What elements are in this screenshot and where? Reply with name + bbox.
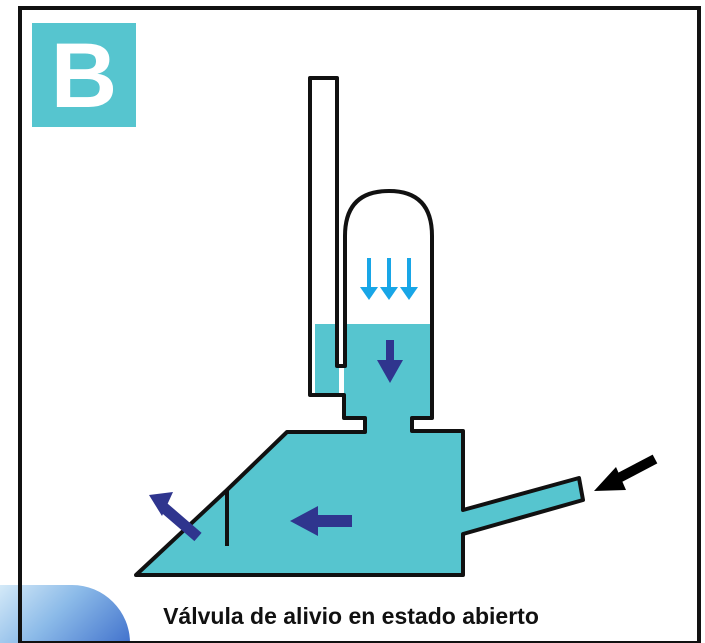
panel-letter: B [51,25,117,127]
chamber-down-arrow-icon [360,258,418,300]
diagram-caption: Válvula de alivio en estado abierto [163,603,539,629]
outlet-arrow-icon [149,492,202,542]
panel-frame [18,6,701,643]
valve-outline [134,76,585,577]
inlet-arrow-icon [594,454,658,491]
flow-left-arrow-icon [290,506,352,536]
fluid-fill [136,78,583,575]
fluid-down-arrow-icon [377,340,403,383]
panel-badge [32,23,136,127]
